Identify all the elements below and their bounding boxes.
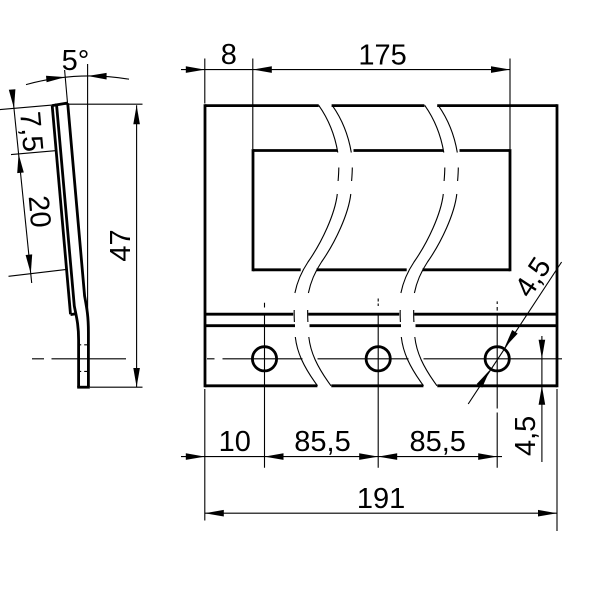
svg-text:7,5: 7,5: [13, 110, 48, 153]
svg-text:85,5: 85,5: [409, 426, 465, 458]
svg-text:47: 47: [105, 229, 137, 261]
svg-text:8: 8: [221, 39, 237, 71]
svg-text:20: 20: [22, 194, 57, 229]
svg-text:191: 191: [357, 483, 405, 515]
svg-text:5°: 5°: [62, 45, 90, 77]
svg-text:4,5: 4,5: [510, 416, 542, 456]
svg-text:10: 10: [219, 426, 251, 458]
svg-text:85,5: 85,5: [294, 426, 350, 458]
svg-text:175: 175: [358, 39, 406, 71]
